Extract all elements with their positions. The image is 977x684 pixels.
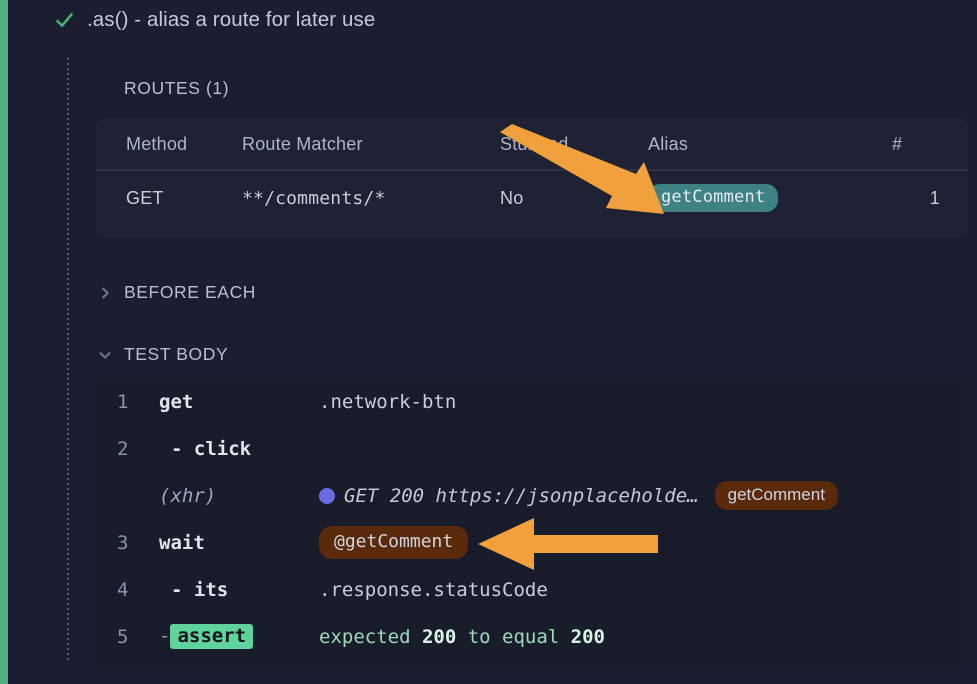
column-header-count: # xyxy=(892,134,903,154)
command-argument: GET 200 https://jsonplaceholde… xyxy=(319,485,699,507)
column-header-method: Method xyxy=(126,134,188,154)
column-header-stubbed: Stubbed xyxy=(500,134,569,154)
command-name: - click xyxy=(171,437,252,460)
assertion-message: expected 200 to equal 200 xyxy=(319,626,605,648)
command-argument: .network-btn xyxy=(319,390,457,413)
routes-table: Method Route Matcher Stubbed Alias # GET… xyxy=(96,119,968,227)
command-name: wait xyxy=(159,531,205,554)
section-label-test-body: TEST BODY xyxy=(124,344,229,364)
pass-check-icon xyxy=(56,12,73,27)
routes-table-panel: Method Route Matcher Stubbed Alias # GET… xyxy=(96,119,968,238)
assert-expected-value: 200 xyxy=(570,625,605,648)
command-argument: .response.statusCode xyxy=(319,578,548,601)
line-number: 3 xyxy=(117,531,129,554)
test-body-panel: 1 get .network-btn 2 - click (xhr) GET 2… xyxy=(96,378,963,665)
xhr-status-dot-icon xyxy=(319,487,335,504)
command-argument: @getComment xyxy=(319,526,469,559)
page-title: .as() - alias a route for later use xyxy=(87,8,376,31)
command-log-item-get[interactable]: 1 get .network-btn xyxy=(96,378,963,425)
command-name: -assert xyxy=(159,624,319,649)
table-header-row: Method Route Matcher Stubbed Alias # xyxy=(96,119,968,170)
cell-route-matcher: **/comments/* xyxy=(242,168,500,227)
line-number: 1 xyxy=(117,390,129,413)
test-status-bar xyxy=(0,0,8,684)
section-header-test-body[interactable]: TEST BODY xyxy=(98,344,228,365)
line-number: 5 xyxy=(117,625,129,648)
cell-count: 1 xyxy=(892,168,968,227)
table-row[interactable]: GET **/comments/* No getComment 1 xyxy=(96,168,968,227)
section-header-routes[interactable]: ROUTES (1) xyxy=(98,78,229,99)
section-header-before-each[interactable]: BEFORE EACH xyxy=(98,282,256,303)
chevron-down-icon xyxy=(98,82,112,96)
test-indent-guide xyxy=(67,58,69,661)
xhr-request-text: GET 200 https://jsonplaceholde… xyxy=(344,484,699,507)
command-name: get xyxy=(159,390,194,413)
command-log-item-xhr[interactable]: (xhr) GET 200 https://jsonplaceholde… ge… xyxy=(96,472,963,519)
cell-stubbed: No xyxy=(500,168,648,227)
chevron-right-icon xyxy=(102,287,109,298)
command-name: - its xyxy=(171,578,229,601)
command-log-item-wait[interactable]: 3 wait @getComment xyxy=(96,519,963,566)
command-log-item-its[interactable]: 4 - its .response.statusCode xyxy=(96,566,963,613)
section-label-routes: ROUTES (1) xyxy=(124,78,230,98)
column-header-route-matcher: Route Matcher xyxy=(242,134,363,154)
chevron-down-icon xyxy=(99,351,111,359)
section-label-before-each: BEFORE EACH xyxy=(124,282,257,302)
assert-badge: assert xyxy=(170,624,254,649)
assert-dash: - xyxy=(159,625,171,647)
cell-alias: getComment xyxy=(648,168,892,227)
line-number: 2 xyxy=(117,437,129,460)
command-log-panel: .as() - alias a route for later use ROUT… xyxy=(8,0,977,684)
assert-prefix: expected xyxy=(319,625,422,648)
wait-alias-badge[interactable]: @getComment xyxy=(319,526,469,559)
command-log-item-click[interactable]: 2 - click xyxy=(96,425,963,472)
line-number: 4 xyxy=(117,578,129,601)
command-log-item-assert[interactable]: 5 -assert expected 200 to equal 200 xyxy=(96,613,963,660)
command-name: (xhr) xyxy=(159,484,217,507)
column-header-alias: Alias xyxy=(648,134,689,154)
cell-method: GET xyxy=(96,168,242,227)
assert-middle: to equal xyxy=(456,625,571,648)
xhr-alias-badge[interactable]: getComment xyxy=(714,480,838,511)
assert-actual-value: 200 xyxy=(421,625,457,648)
alias-badge[interactable]: getComment xyxy=(648,184,779,213)
test-title-row[interactable]: .as() - alias a route for later use xyxy=(55,8,375,32)
